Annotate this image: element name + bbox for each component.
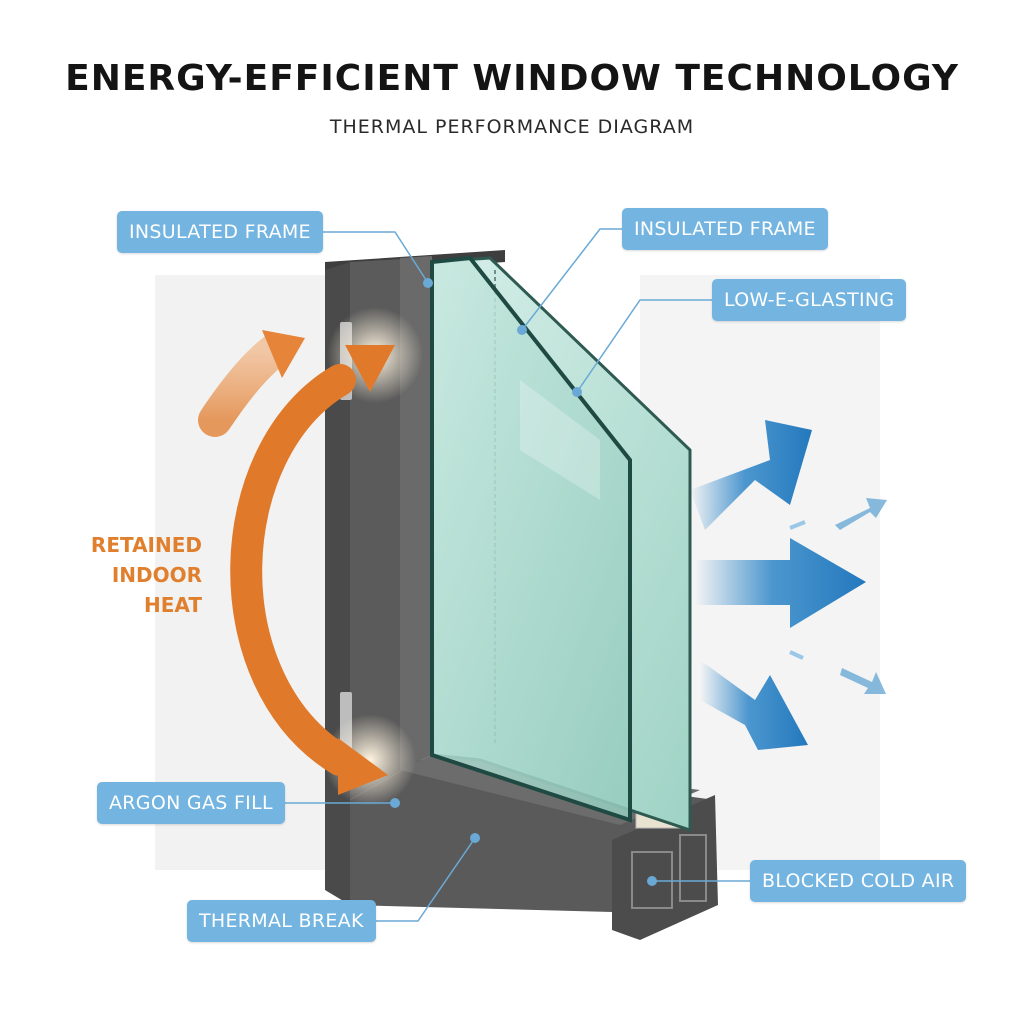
cold-arrow-small-1 (835, 498, 887, 530)
callout-argon-gas-fill: ARGON GAS FILL (97, 782, 285, 824)
cold-arrow-small-2 (840, 668, 886, 694)
heat-arrow-arc (230, 364, 356, 776)
leader-low-e (576, 299, 712, 393)
callout-thermal-break: THERMAL BREAK (187, 900, 376, 942)
retained-heat-label: RETAINED INDOOR HEAT (91, 530, 202, 620)
leader-lines (272, 228, 750, 922)
leader-dots (390, 278, 657, 886)
glass-pane-outer (430, 255, 632, 823)
dot-low-e (572, 387, 582, 397)
heat-arrow-small-head (262, 330, 305, 378)
dot-cold-air (647, 876, 657, 886)
leader-thermal-break (364, 837, 476, 922)
cold-dash-1 (789, 520, 806, 530)
cold-arrow-middle (695, 538, 866, 628)
dot-argon (390, 798, 400, 808)
callout-blocked-cold-air: BLOCKED COLD AIR (750, 860, 967, 902)
cold-arrow-lower (700, 660, 808, 750)
thermal-break-chamber (631, 851, 673, 909)
heat-arrow-small-shaft (198, 333, 292, 437)
callout-insulated-frame-left: INSULATED FRAME (117, 211, 323, 253)
leader-insulated-frame-left (305, 231, 429, 284)
diagram-subtitle: THERMAL PERFORMANCE DIAGRAM (329, 116, 695, 138)
heat-label-line-2: INDOOR (111, 563, 202, 587)
dot-insulated-frame-left (423, 278, 433, 288)
cold-dash-2 (789, 650, 804, 660)
dot-insulated-frame-right (517, 325, 527, 335)
callout-insulated-frame-right: INSULATED FRAME (622, 208, 828, 250)
glass-reflection (520, 380, 600, 500)
profile-chamber (679, 834, 707, 902)
leader-insulated-frame-right (521, 228, 622, 331)
dot-thermal-break (470, 833, 480, 843)
cold-arrow-upper (690, 420, 812, 530)
heat-arrow-bottom-head (338, 738, 388, 795)
diagram-title: ENERGY-EFFICIENT WINDOW TECHNOLOGY (65, 58, 959, 99)
heat-label-line-1: RETAINED (90, 533, 202, 557)
heat-arrow-top-head (345, 345, 395, 392)
callout-low-e-glazing: LOW-E-GLASTING (712, 279, 907, 321)
heat-label-line-3: HEAT (144, 593, 202, 617)
